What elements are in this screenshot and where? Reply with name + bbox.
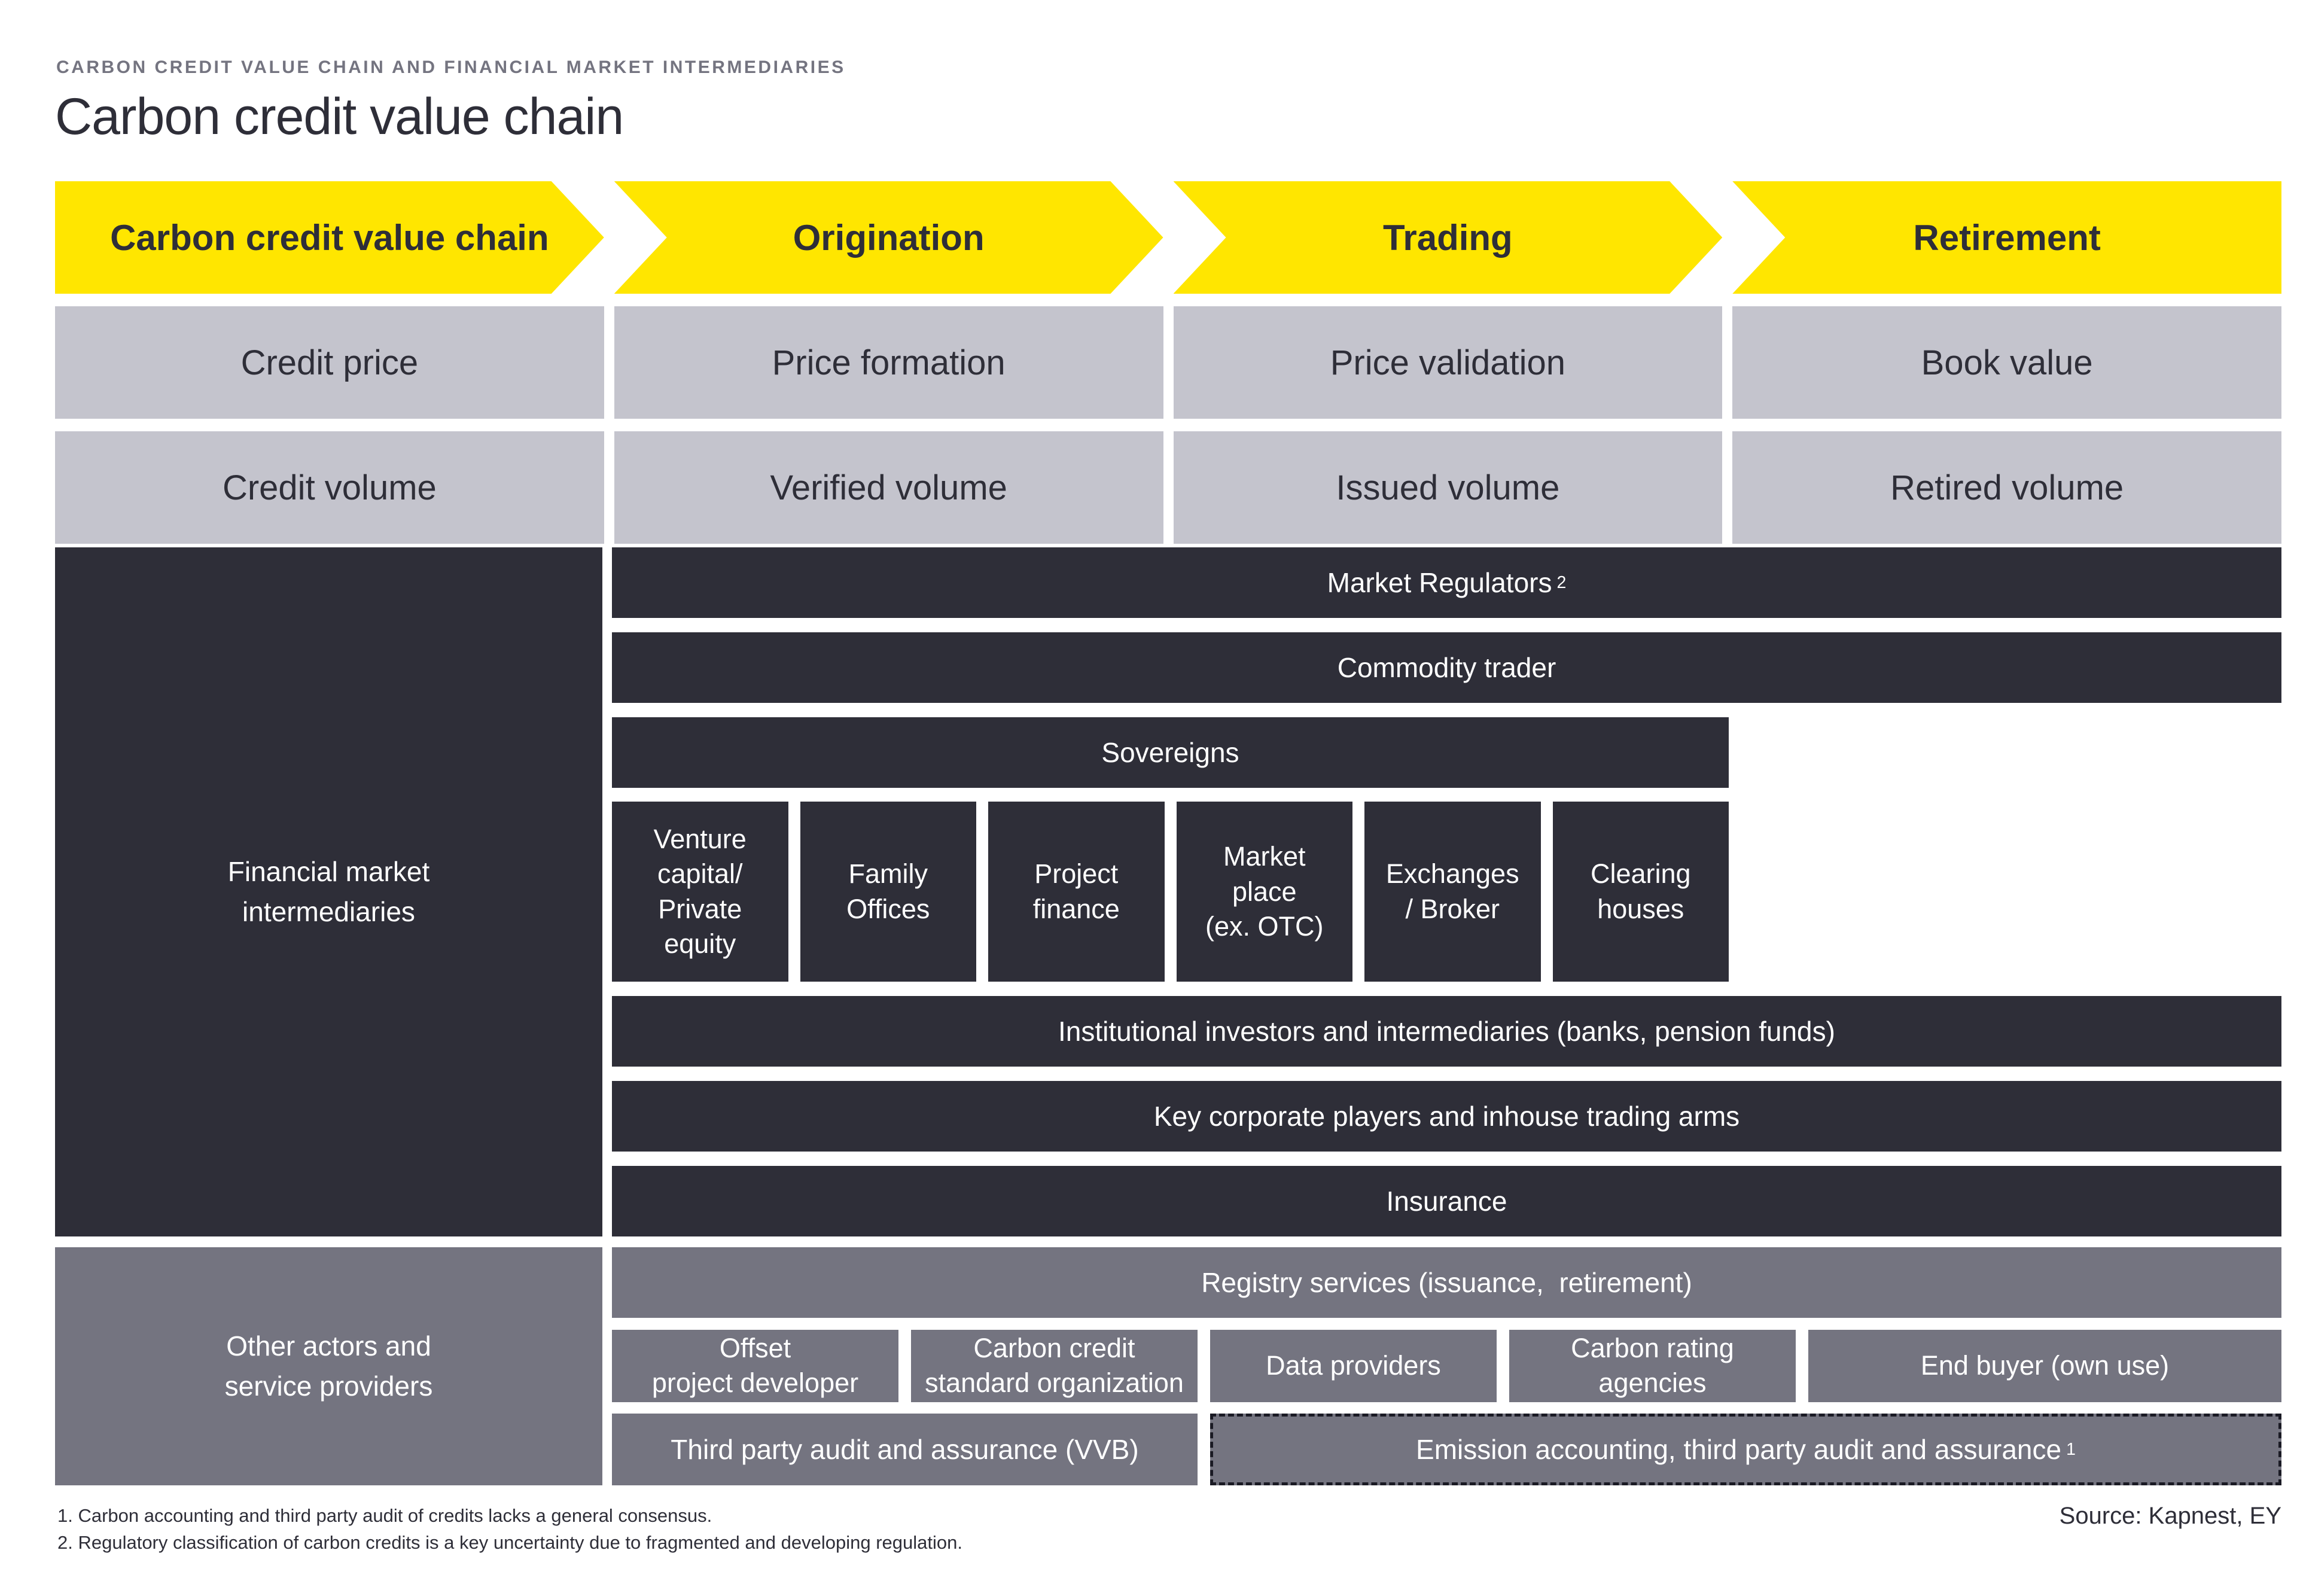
metric-cell-retired-volume: Retired volume [1732, 431, 2281, 544]
box-end-buyer-own-use: End buyer (own use) [1808, 1329, 2281, 1402]
box-offset-project-developer: Offset project developer [612, 1329, 898, 1402]
bar-third-party-audit-vvb: Third party audit and assurance (VVB) [612, 1414, 1198, 1485]
box-data-providers: Data providers [1210, 1329, 1497, 1402]
footnote-2: 2. Regulatory classification of carbon c… [57, 1531, 962, 1553]
metric-cell-credit-volume: Credit volume [55, 431, 604, 544]
other-actors-rows: Registry services (issuance, retirement)… [612, 1247, 2281, 1485]
metric-cell-price-validation: Price validation [1173, 306, 1723, 419]
metric-cell-price-formation: Price formation [614, 306, 1163, 419]
mini-box-exchanges-broker: Exchanges / Broker [1364, 802, 1541, 982]
metric-cell-book-value: Book value [1732, 306, 2281, 419]
mini-box-family-offices: Family Offices [800, 802, 976, 982]
stage-arrow-value-chain: Carbon credit value chain [55, 181, 604, 294]
price-metric-row: Credit price Price formation Price valid… [55, 306, 2281, 419]
volume-metric-row: Credit volume Verified volume Issued vol… [55, 431, 2281, 544]
bar-commodity-trader: Commodity trader [612, 632, 2281, 703]
stage-arrow-retirement: Retirement [1732, 181, 2281, 294]
stage-arrow-label: Origination [793, 217, 985, 258]
mini-box-project-finance: Project finance [988, 802, 1165, 982]
stage-arrow-row: Carbon credit value chain Origination Tr… [55, 181, 2281, 294]
stage-arrow-label: Carbon credit value chain [110, 217, 549, 258]
box-emission-accounting-dashed: Emission accounting, third party audit a… [1210, 1414, 2281, 1485]
bar-key-corporate-players: Key corporate players and inhouse tradin… [612, 1081, 2281, 1152]
footnote-1: 1. Carbon accounting and third party aud… [57, 1505, 712, 1526]
bar-label: Emission accounting, third party audit a… [1416, 1434, 2062, 1465]
bar-institutional-investors: Institutional investors and intermediari… [612, 996, 2281, 1067]
other-actors-section: Other actors and service providers Regis… [55, 1247, 2281, 1485]
fmi-panel-label: Financial market intermediaries [55, 547, 602, 1236]
stage-arrow-origination: Origination [614, 181, 1163, 294]
mini-box-venture-capital-private-equity: Venture capital/ Private equity [612, 802, 788, 982]
fmi-mini-box-row: Venture capital/ Private equity Family O… [612, 802, 1729, 982]
header-eyebrow: CARBON CREDIT VALUE CHAIN AND FINANCIAL … [56, 57, 846, 77]
stage-arrow-label: Retirement [1913, 217, 2101, 258]
metric-cell-issued-volume: Issued volume [1173, 431, 1723, 544]
bar-label: Market Regulators [1327, 567, 1552, 598]
stage-arrow-label: Trading [1383, 217, 1513, 258]
source-note: Source: Kapnest, EY [2059, 1503, 2281, 1529]
box-carbon-rating-agencies: Carbon rating agencies [1509, 1329, 1796, 1402]
metric-cell-credit-price: Credit price [55, 306, 604, 419]
stage-arrow-trading: Trading [1174, 181, 1723, 294]
box-carbon-credit-standard-organization: Carbon credit standard organization [911, 1329, 1198, 1402]
bar-sovereigns: Sovereigns [612, 717, 1729, 788]
other-actors-box-row: Offset project developer Carbon credit s… [612, 1329, 2281, 1402]
footnotes: 1. Carbon accounting and third party aud… [57, 1503, 962, 1557]
mini-box-market-place-otc: Market place (ex. OTC) [1176, 802, 1352, 982]
audit-row: Third party audit and assurance (VVB) Em… [612, 1414, 2281, 1485]
financial-market-intermediaries-section: Financial market intermediaries Market R… [55, 547, 2281, 1236]
bar-registry-services: Registry services (issuance, retirement) [612, 1247, 2281, 1318]
mini-box-clearing-houses: Clearing houses [1552, 802, 1729, 982]
bar-insurance: Insurance [612, 1165, 2281, 1236]
metric-cell-verified-volume: Verified volume [614, 431, 1163, 544]
other-actors-panel-label: Other actors and service providers [55, 1247, 602, 1485]
page-title: Carbon credit value chain [55, 88, 624, 145]
